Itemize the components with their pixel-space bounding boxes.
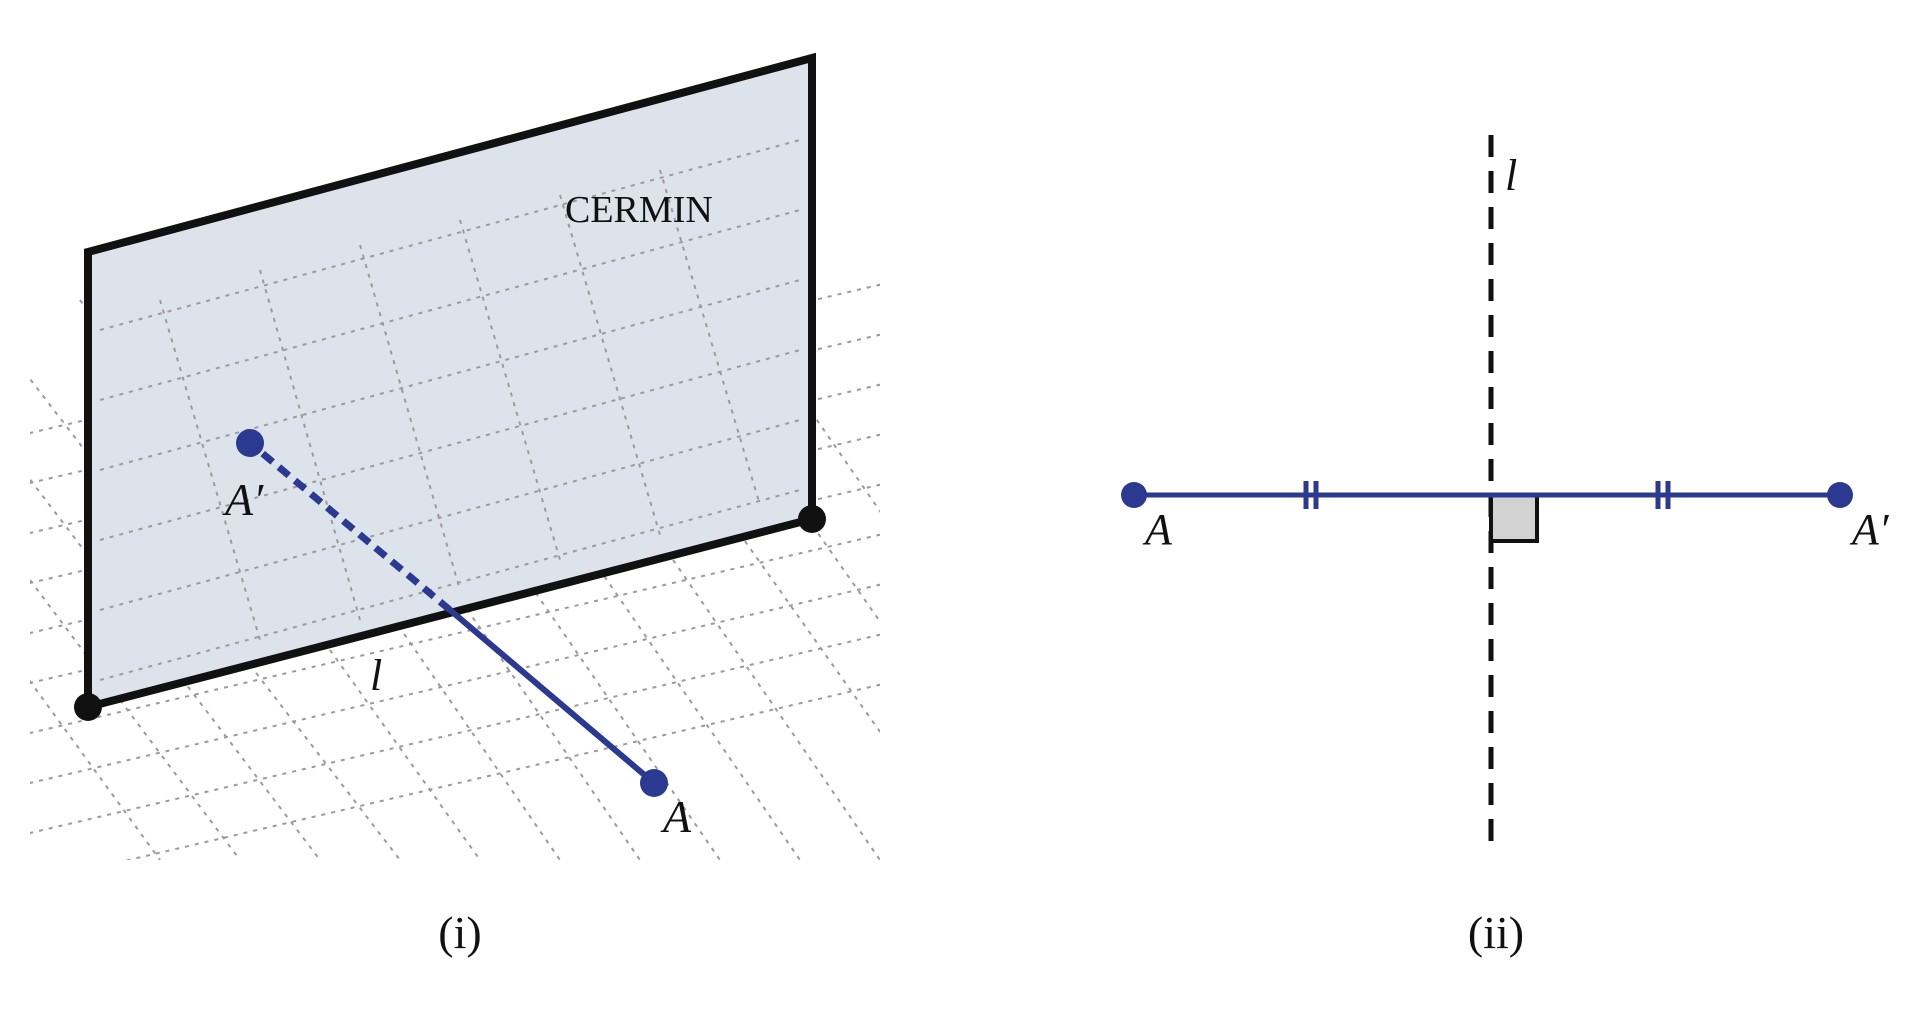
point-a-label: A (1142, 505, 1173, 554)
panel-i: CERMIN A A′ l (i) (30, 52, 880, 958)
point-a-prime-label: A′ (1849, 505, 1890, 554)
mirror-corner-left-dot (74, 693, 102, 721)
mirror-corner-right-dot (798, 505, 826, 533)
point-a-dot (640, 769, 668, 797)
segment-mirror-to-a-prime (247, 440, 453, 613)
point-a-prime-label: A′ (222, 474, 264, 525)
segment-a-to-mirror (447, 607, 657, 786)
point-a-prime-dot (236, 429, 264, 457)
point-a-prime-dot (1827, 482, 1853, 508)
line-l-label: l (370, 651, 382, 700)
right-angle-marker (1489, 493, 1539, 543)
equal-length-tick-left (1303, 481, 1319, 509)
point-a-label: A (660, 791, 692, 842)
equal-length-tick-right (1655, 481, 1671, 509)
line-l-label: l (1505, 151, 1517, 200)
panel-ii-caption: (ii) (1468, 907, 1524, 958)
mirror-reflection-grid (99, 139, 801, 681)
panel-i-caption: (i) (438, 907, 481, 958)
panel-ii: l A A′ (ii) (1121, 135, 1890, 958)
point-a-dot (1121, 482, 1147, 508)
mirror-label: CERMIN (565, 189, 713, 231)
